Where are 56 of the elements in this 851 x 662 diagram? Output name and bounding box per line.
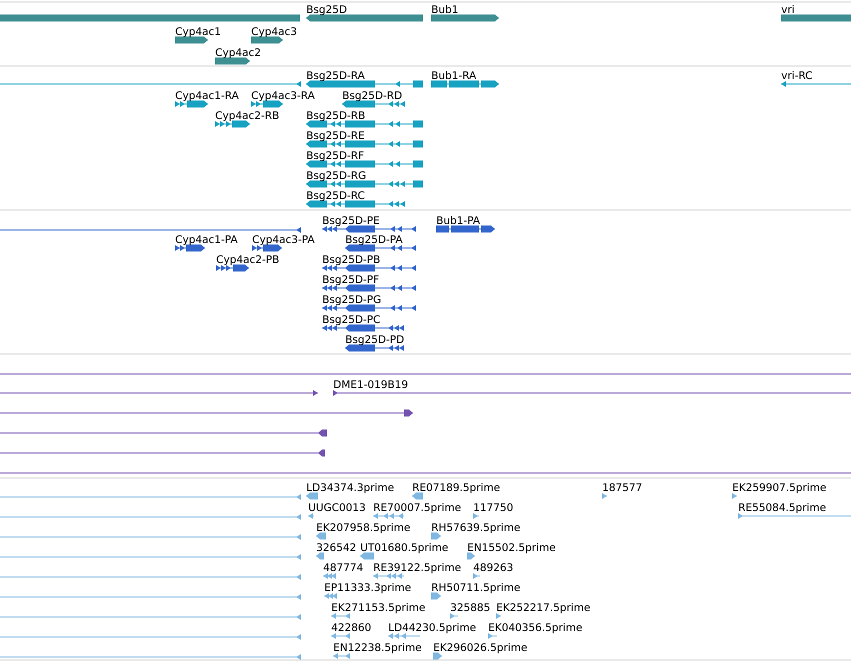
- feature-label: Bsg25D-RB: [307, 111, 365, 122]
- feature-label: RE39122.5prime: [374, 563, 461, 574]
- feature-label: EK296026.5prime: [434, 643, 527, 654]
- feature-label: DME1-019B19: [334, 380, 408, 388]
- feature-label: Bsg25D-PG: [323, 295, 380, 306]
- feature-label: RE70007.5prime: [374, 503, 461, 514]
- feature-label: Bub1-RA: [432, 71, 476, 80]
- feature-label: Bub1-PA: [437, 216, 480, 224]
- feature-label: Cyp4ac2-RB: [216, 111, 279, 122]
- feature-label: EP11333.3prime: [325, 583, 411, 594]
- feature-label: Cyp4ac1-PA: [176, 235, 238, 246]
- feature-label: Bsg25D-RC: [307, 191, 364, 202]
- feature-label: Bsg25D-RA: [307, 71, 365, 82]
- feature-label: EK271153.5prime: [332, 603, 425, 614]
- feature-label: RE07189.5prime: [413, 483, 500, 494]
- feature-label: Bsg25D-PE: [323, 216, 380, 226]
- feature-label: EK252217.5prime: [497, 603, 590, 614]
- feature-label: RH50711.5prime: [432, 583, 520, 594]
- feature-label: 487774: [324, 563, 363, 572]
- feature-label: Bsg25D-RG: [307, 171, 366, 182]
- feature-label: RH57639.5prime: [432, 523, 520, 534]
- feature-label: 187577: [603, 483, 642, 492]
- feature-label: 117750: [474, 503, 513, 512]
- feature-label: Bsg25D-RE: [307, 131, 364, 142]
- feature-label: EK207958.5prime: [317, 523, 410, 534]
- feature-label: Bsg25D-PB: [323, 255, 380, 266]
- feature-label: 489263: [474, 563, 512, 572]
- feature-label: EK040356.5prime: [489, 623, 582, 634]
- feature-label: Cyp4ac3-PA: [252, 235, 315, 246]
- feature-label: Cyp4ac3: [252, 27, 296, 38]
- feature-label: vri: [782, 5, 794, 13]
- feature-label: 325885: [451, 603, 490, 612]
- feature-label: UUGC0013: [309, 503, 365, 512]
- feature-label: LD44230.5prime: [389, 623, 476, 634]
- feature-label: vri-RC: [782, 71, 812, 80]
- feature-label: Cyp4ac2-PB: [216, 255, 279, 266]
- feature-label: Bsg25D-PD: [346, 335, 404, 346]
- feature-label: 326542: [317, 543, 356, 552]
- feature-label: Bsg25D-RF: [307, 151, 364, 162]
- feature-label: Bsg25D-PF: [323, 275, 379, 286]
- feature-label: Bsg25D-PC: [323, 315, 380, 326]
- feature-label: Bsg25D-PA: [346, 235, 403, 246]
- feature-label: UT01680.5prime: [361, 543, 448, 554]
- feature-label: Bsg25D-RD: [343, 91, 402, 102]
- feature-label: Cyp4ac1-RA: [176, 91, 239, 102]
- feature-label: Cyp4ac1: [176, 27, 220, 38]
- feature-label: EN15502.5prime: [468, 543, 556, 554]
- feature-label: Cyp4ac3-RA: [252, 91, 315, 102]
- feature-label: Bsg25D: [307, 5, 346, 16]
- feature-label: Bub1: [432, 5, 458, 14]
- feature-label: 422860: [332, 623, 371, 632]
- feature-label: Cyp4ac2: [216, 48, 260, 58]
- feature-label: EK259907.5prime: [733, 483, 826, 494]
- feature-label: RE55084.5prime: [739, 503, 826, 514]
- feature-label: LD34374.3prime: [307, 483, 394, 494]
- feature-label: EN12238.5prime: [334, 643, 422, 654]
